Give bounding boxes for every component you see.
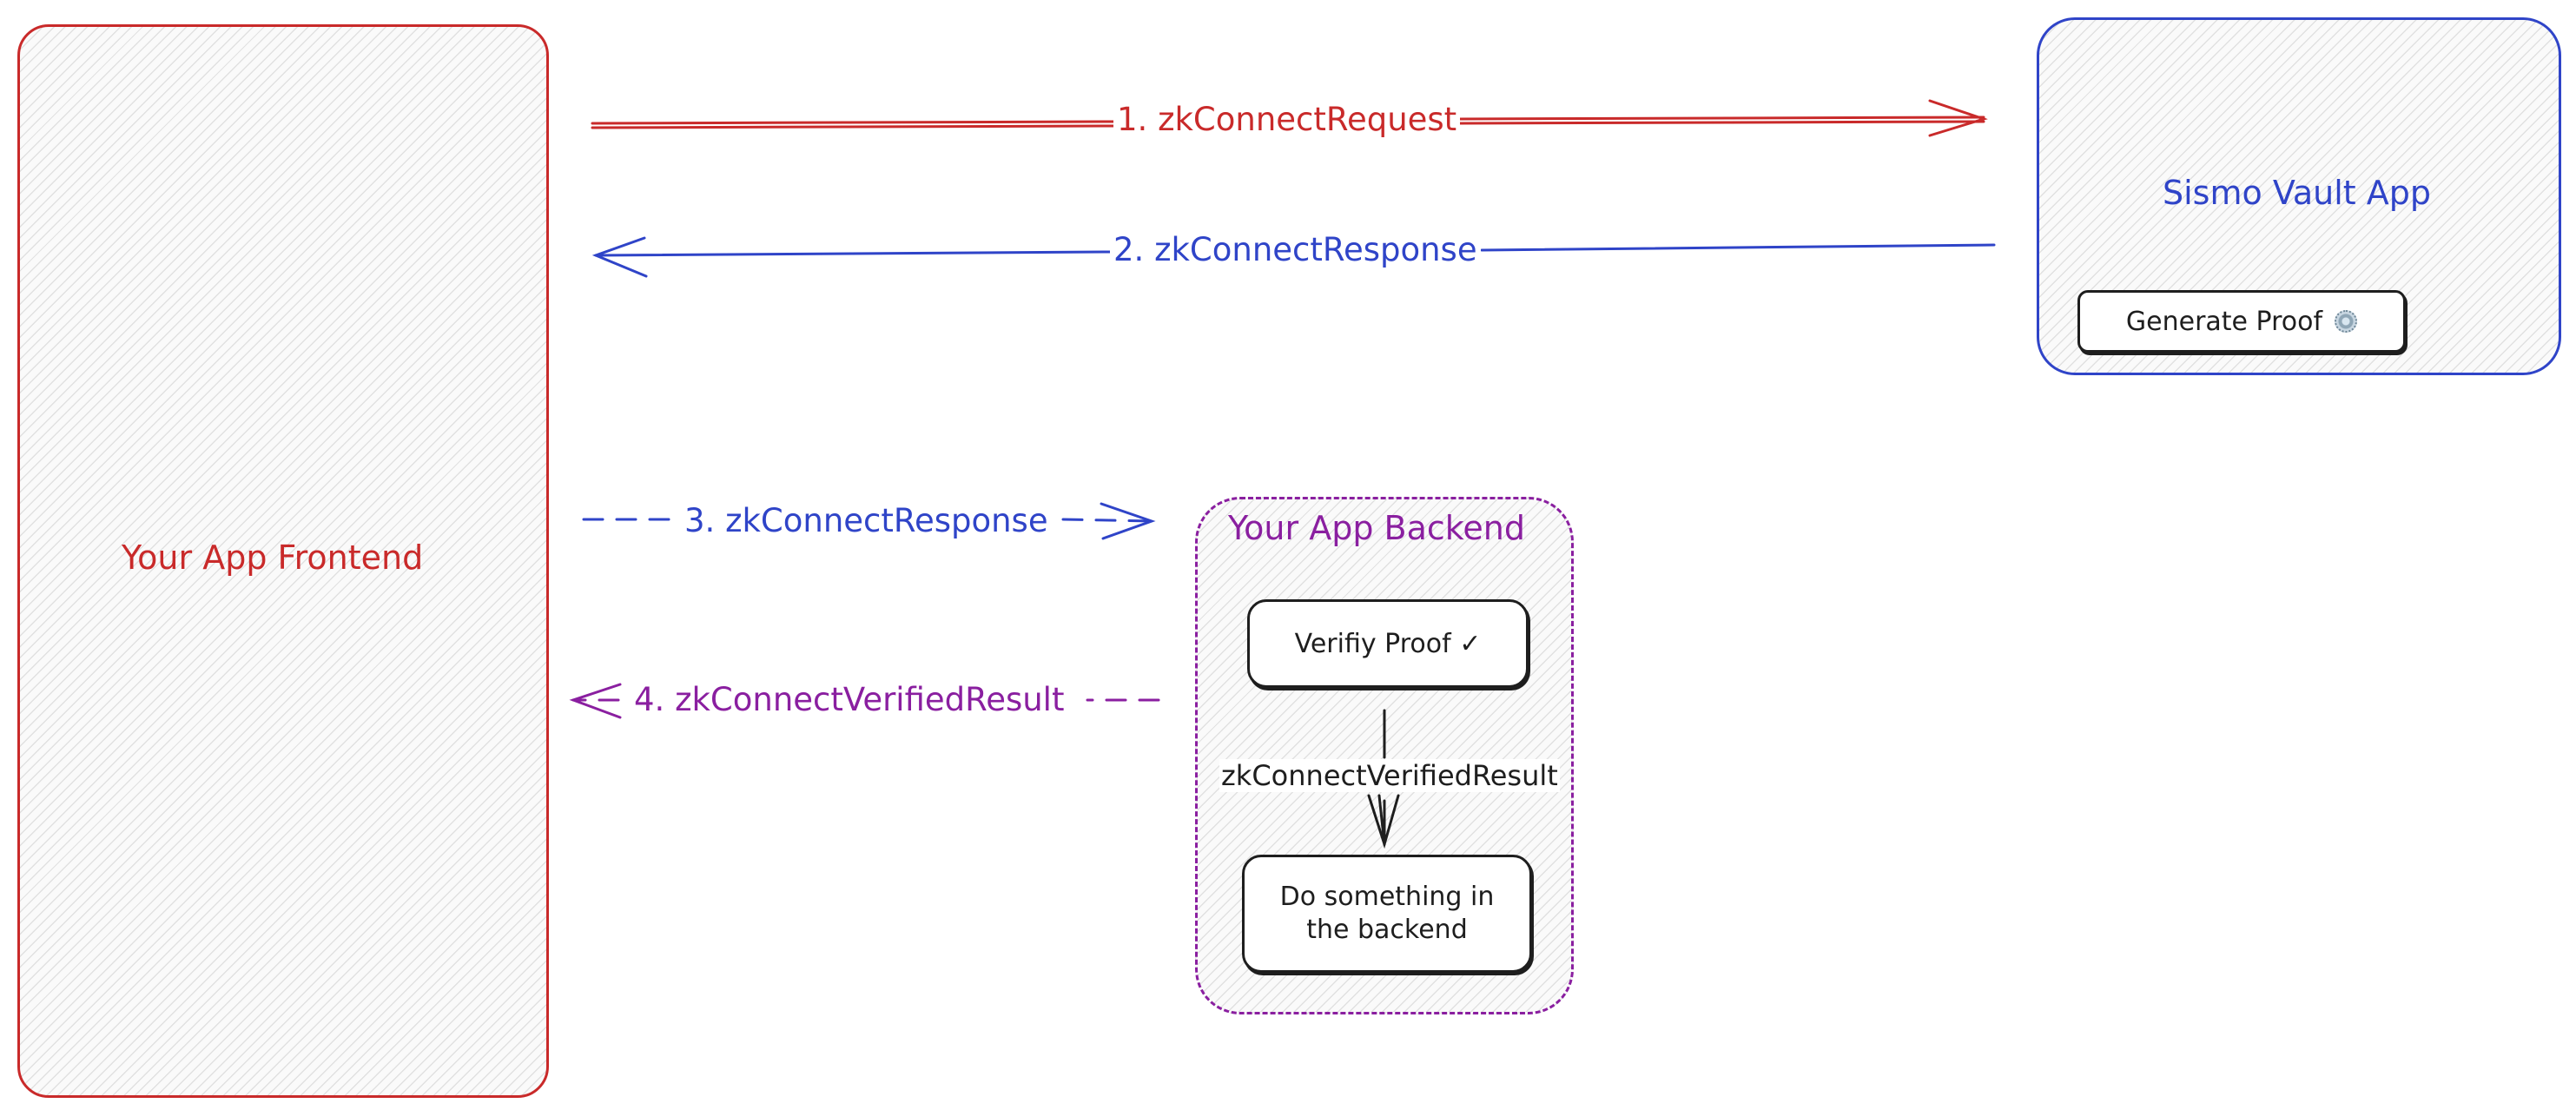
arrow-step2-label: 2. zkConnectResponse (1110, 231, 1481, 268)
backend-action-label: Do something in the backend (1279, 882, 1495, 945)
vault-title: Sismo Vault App (2163, 174, 2432, 212)
generate-proof-label: Generate Proof (2125, 306, 2323, 337)
generate-proof-button[interactable]: Generate Proof (2077, 290, 2406, 353)
arrow-step2 (591, 236, 1996, 278)
arrow-step4 (569, 683, 1160, 719)
arrow-step3-label: 3. zkConnectResponse (681, 502, 1052, 539)
backend-edge-label: zkConnectVerifiedResult (1219, 759, 1560, 792)
verify-proof-node: Verifiy Proof ✓ (1247, 599, 1529, 688)
arrow-step1-label: 1. zkConnectRequest (1113, 101, 1461, 138)
arrow-step3 (582, 502, 1156, 540)
frontend-title: Your App Frontend (122, 538, 424, 577)
arrow-step1 (591, 99, 1988, 137)
gear-icon (2335, 310, 2358, 333)
arrow-step4-label: 4. zkConnectVerifiedResult (631, 681, 1068, 718)
arrow-backend-internal (1367, 709, 1400, 849)
frontend-box (17, 24, 549, 1098)
verify-proof-label: Verifiy Proof ✓ (1294, 628, 1482, 659)
backend-action-node: Do something in the backend (1242, 855, 1532, 973)
backend-title: Your App Backend (1228, 509, 1525, 547)
